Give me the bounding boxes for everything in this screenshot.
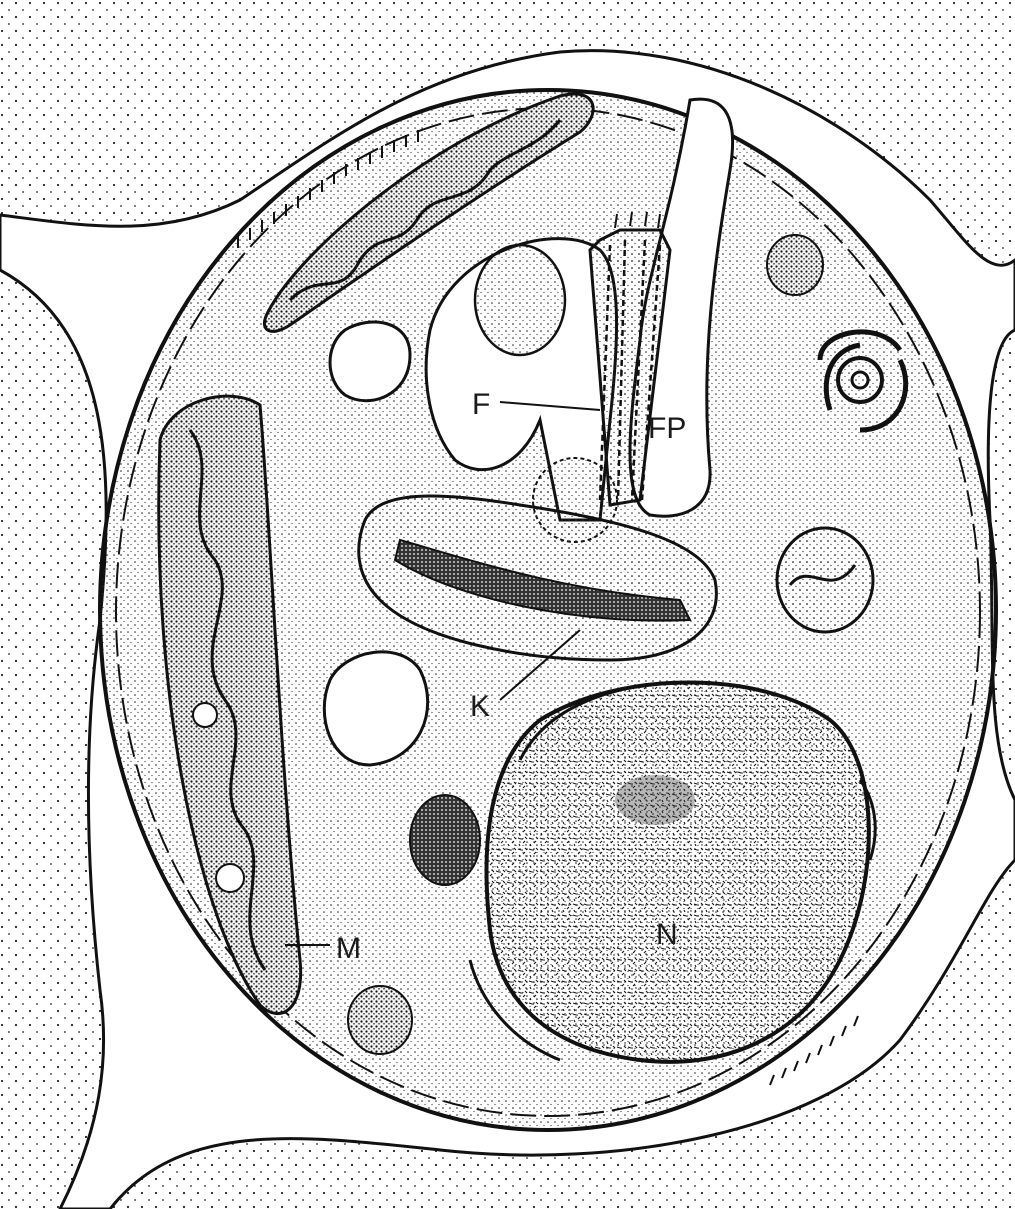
label-nucleus: N <box>656 918 678 951</box>
mitochondrion-vesicle <box>193 703 217 727</box>
label-flagellum: F <box>472 388 490 421</box>
lipid-body <box>410 795 480 885</box>
dense-granule <box>348 986 412 1054</box>
vacuole <box>330 322 410 401</box>
pocket-vesicle <box>475 245 565 355</box>
nucleolus <box>615 775 695 825</box>
glycosome <box>767 235 823 295</box>
label-mitochondrion: M <box>336 932 361 965</box>
mitochondrion-vesicle <box>216 864 244 892</box>
label-kinetoplast: K <box>470 690 490 723</box>
nucleus <box>487 683 869 1062</box>
label-flagellar-pocket: FP <box>648 412 686 445</box>
